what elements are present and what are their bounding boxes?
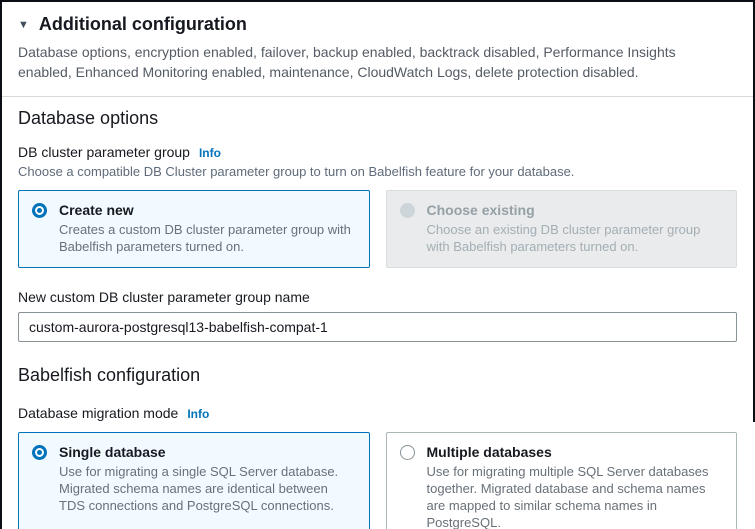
option-card-choose-existing: Choose existing Choose an existing DB cl… bbox=[385, 189, 737, 268]
option-title: Create new bbox=[59, 201, 134, 218]
panel-summary: Database options, encryption enabled, fa… bbox=[18, 44, 676, 81]
option-description: Use for migrating a single SQL Server da… bbox=[59, 463, 339, 513]
radio-multiple-databases[interactable] bbox=[399, 444, 415, 460]
db-cluster-parameter-group-label: DB cluster parameter group bbox=[18, 143, 190, 160]
database-options-heading: Database options bbox=[18, 107, 159, 128]
database-migration-mode-label: Database migration mode bbox=[18, 404, 179, 421]
option-description: Choose an existing DB cluster parameter … bbox=[426, 221, 701, 254]
option-card-text: Choose existing Choose an existing DB cl… bbox=[427, 201, 723, 255]
option-description: Creates a custom DB cluster parameter gr… bbox=[59, 221, 351, 254]
parameter-group-options: Create new Creates a custom DB cluster p… bbox=[18, 189, 737, 268]
db-cluster-parameter-group-label-row: DB cluster parameter group Info bbox=[18, 143, 737, 161]
option-card-text: Create new Creates a custom DB cluster p… bbox=[59, 201, 355, 255]
header-divider bbox=[2, 95, 755, 97]
database-migration-mode-info-link[interactable]: Info bbox=[187, 406, 210, 421]
option-card-create-new[interactable]: Create new Creates a custom DB cluster p… bbox=[18, 189, 370, 268]
option-card-text: Multiple databases Use for migrating mul… bbox=[427, 443, 723, 529]
database-migration-mode-label-row: Database migration mode Info bbox=[18, 404, 737, 422]
collapse-caret-icon[interactable]: ▼ bbox=[18, 19, 29, 31]
option-card-single-database[interactable]: Single database Use for migrating a sing… bbox=[18, 431, 370, 529]
option-title: Multiple databases bbox=[426, 443, 552, 460]
additional-configuration-toggle[interactable]: ▼ Additional configuration bbox=[18, 14, 737, 35]
option-card-text: Single database Use for migrating a sing… bbox=[59, 443, 355, 514]
panel-header: ▼ Additional configuration Database opti… bbox=[2, 2, 755, 96]
radio-create-new[interactable] bbox=[32, 202, 47, 218]
radio-single-database[interactable] bbox=[32, 444, 47, 460]
babelfish-configuration-heading: Babelfish configuration bbox=[18, 364, 201, 385]
option-card-multiple-databases[interactable]: Multiple databases Use for migrating mul… bbox=[385, 431, 737, 529]
radio-choose-existing bbox=[399, 202, 415, 218]
option-title: Single database bbox=[59, 443, 166, 460]
option-description: Use for migrating multiple SQL Server da… bbox=[426, 463, 709, 529]
migration-mode-options: Single database Use for migrating a sing… bbox=[18, 431, 737, 529]
db-cluster-parameter-group-info-link[interactable]: Info bbox=[198, 145, 221, 160]
panel-title: Additional configuration bbox=[38, 14, 247, 34]
panel-content: Database options DB cluster parameter gr… bbox=[2, 97, 755, 529]
parameter-group-name-input[interactable] bbox=[18, 311, 737, 342]
db-cluster-parameter-group-description: Choose a compatible DB Cluster parameter… bbox=[18, 163, 575, 179]
parameter-group-name-label: New custom DB cluster parameter group na… bbox=[18, 288, 310, 305]
option-title: Choose existing bbox=[426, 201, 535, 218]
